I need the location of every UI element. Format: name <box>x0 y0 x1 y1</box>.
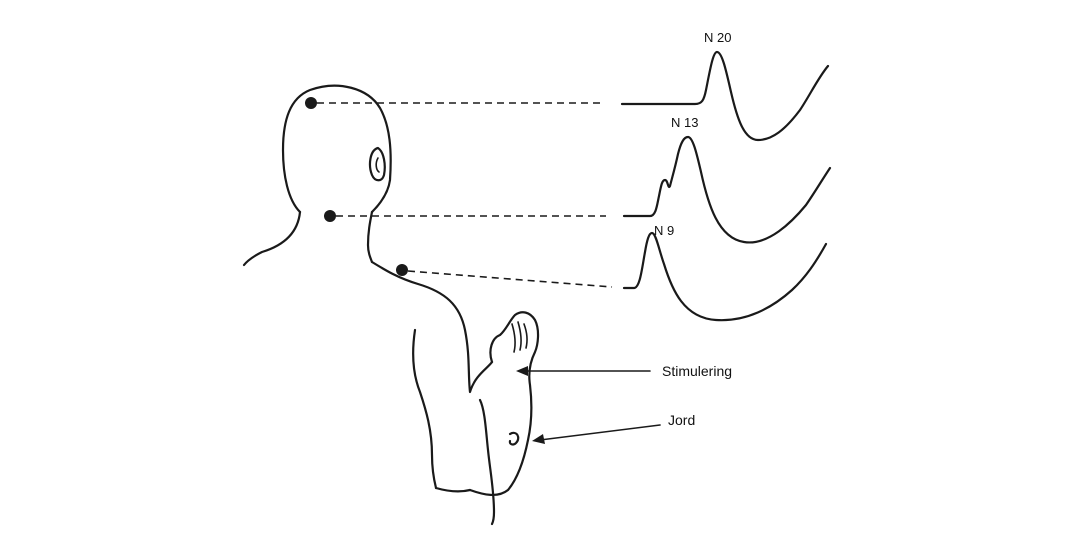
electrode-shoulder-icon <box>396 264 408 276</box>
lower-torso-outline <box>436 488 470 491</box>
peak-label-n13: N 13 <box>671 115 698 130</box>
forearm-outer <box>470 312 538 495</box>
electrode-neck-icon <box>324 210 336 222</box>
forearm-inner <box>480 400 494 524</box>
electrode-scalp-icon <box>305 97 317 109</box>
waveform-n20 <box>622 52 828 140</box>
back-shoulder-outline <box>244 212 300 265</box>
stimulation-label: Stimulering <box>662 363 732 379</box>
ground-arrow <box>532 425 660 444</box>
ear-inner <box>376 158 379 172</box>
peak-label-n20: N 20 <box>704 30 731 45</box>
connector-line-shoulder <box>408 271 612 287</box>
torso-outline <box>413 330 436 488</box>
neck-front-outline <box>368 212 372 262</box>
peak-label-n9: N 9 <box>654 223 674 238</box>
hand-fingers <box>512 322 527 352</box>
shoulder-arm-outline <box>372 262 492 392</box>
stimulation-arrow <box>516 366 650 376</box>
figure-outline <box>244 86 538 524</box>
ground-electrode-icon <box>510 433 518 445</box>
waveform-n9 <box>624 233 826 320</box>
ear-icon <box>370 148 385 180</box>
ground-label: Jord <box>668 412 695 428</box>
